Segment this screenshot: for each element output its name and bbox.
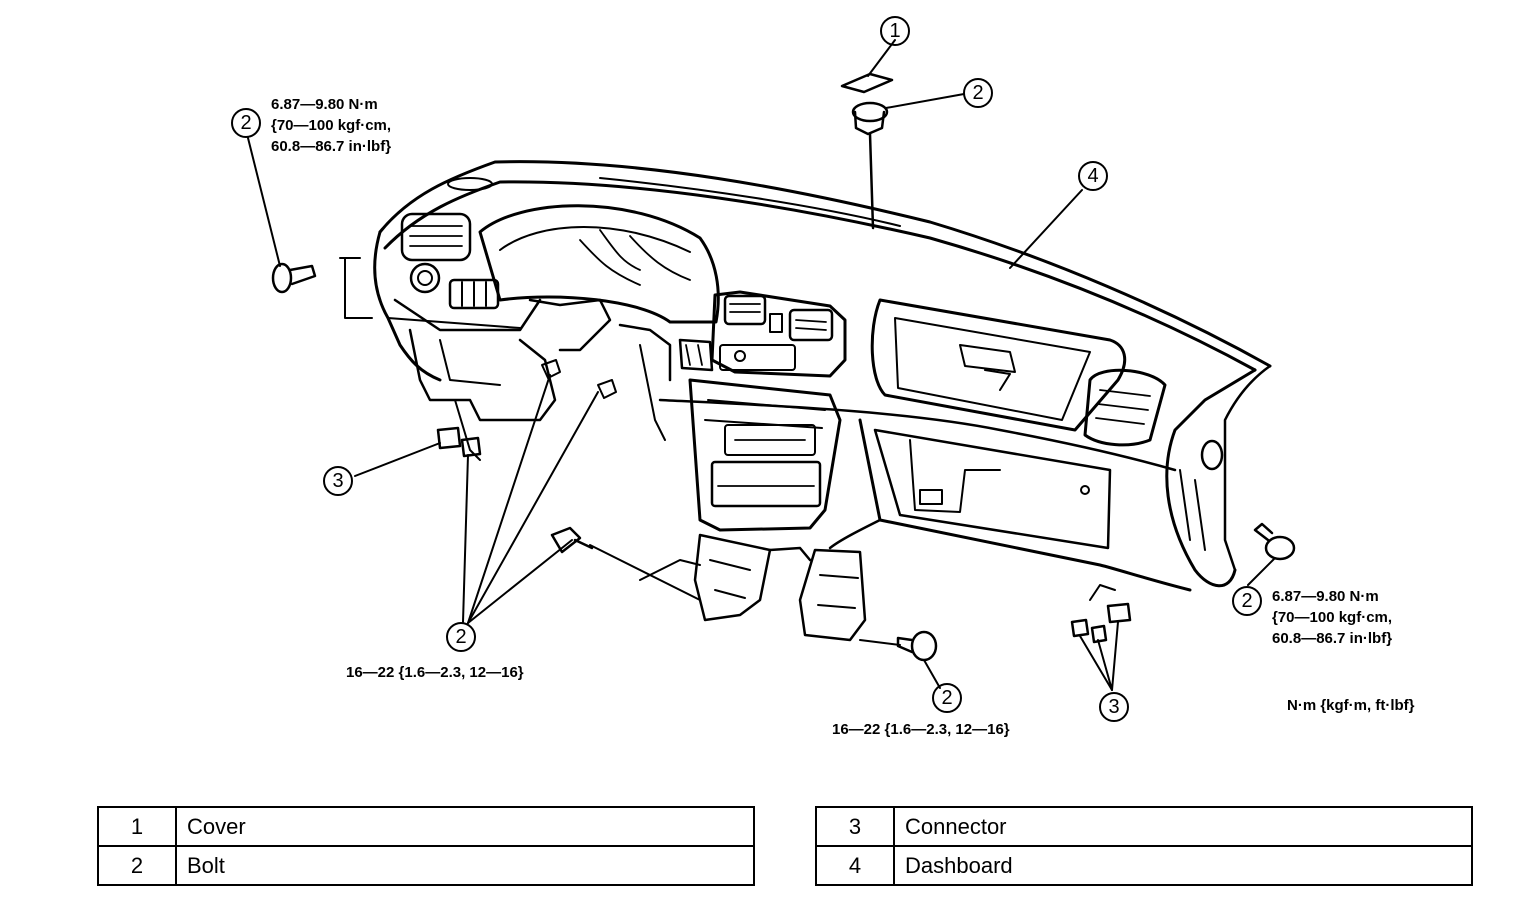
callout-2-bottom-left-label: 2: [455, 626, 466, 648]
torque-spec-lower-right: 6.87—9.80 N·m {70—100 kgf·cm, 60.8—86.7 …: [1272, 588, 1392, 647]
callout-1-label: 1: [889, 20, 900, 42]
callout-2-right-circle: [1232, 586, 1262, 616]
callout-3-left-label: 3: [332, 470, 343, 492]
dashboard-top-edge: [378, 160, 1272, 368]
torque-upper-left-line-2: {70—100 kgf·cm,: [271, 117, 391, 134]
legend-row: 2 Bolt: [97, 845, 755, 886]
torque-spec-bottom-center: 16—22 {1.6—2.3, 12—16}: [832, 721, 1010, 738]
callout-2-left-label: 2: [240, 112, 251, 134]
dashboard-illustration: [373, 160, 1272, 642]
callout-3-left-circle: [323, 466, 353, 496]
legend-row: 4 Dashboard: [815, 845, 1473, 886]
legend-part-name: Dashboard: [893, 845, 1473, 886]
legend-table-right: 3 Connector 4 Dashboard: [815, 806, 1473, 886]
legend-part-name: Connector: [893, 806, 1473, 847]
callout-2-top-circle: [963, 78, 993, 108]
legend-table-left: 1 Cover 2 Bolt: [97, 806, 755, 886]
callout-2-bottom-left-circle: [446, 622, 476, 652]
connector-left: [436, 426, 482, 458]
callout-2-bottom-center-label: 2: [941, 687, 952, 709]
bolt-lower-left: [550, 526, 594, 554]
torque-lower-right-line-3: 60.8—86.7 in·lbf}: [1272, 630, 1392, 647]
torque-lower-right-line-2: {70—100 kgf·cm,: [1272, 609, 1392, 626]
legend-row: 3 Connector: [815, 806, 1473, 847]
callout-4-label: 4: [1087, 165, 1098, 187]
callout-2-bottom-center-circle: [932, 683, 962, 713]
legend-number: 4: [815, 845, 895, 886]
legend-number: 3: [815, 806, 895, 847]
connector-right: [1070, 584, 1132, 644]
bolt-upper-left: [271, 257, 373, 319]
callout-circles: [231, 16, 1262, 722]
callout-2-top-label: 2: [972, 82, 983, 104]
callout-2-left-circle: [231, 108, 261, 138]
bolt-lower-center: [896, 630, 938, 662]
callout-3-right-circle: [1099, 692, 1129, 722]
callout-2-right-label: 2: [1241, 590, 1252, 612]
legend-number: 1: [97, 806, 177, 847]
bolt-small-left: [541, 359, 617, 399]
torque-upper-left-line-1: 6.87—9.80 N·m: [271, 96, 378, 113]
legend-part-name: Cover: [175, 806, 755, 847]
torque-upper-left-line-3: 60.8—86.7 in·lbf}: [271, 138, 391, 155]
torque-spec-upper-left: 6.87—9.80 N·m {70—100 kgf·cm, 60.8—86.7 …: [271, 96, 391, 155]
callout-4-circle: [1078, 161, 1108, 191]
torque-lower-right-line-1: 6.87—9.80 N·m: [1272, 588, 1379, 605]
torque-units-note: N·m {kgf·m, ft·lbf}: [1287, 697, 1415, 714]
bolt-lower-right: [1253, 522, 1296, 561]
cover-part: [840, 72, 894, 94]
callout-3-right-label: 3: [1108, 696, 1119, 718]
legend-part-name: Bolt: [175, 845, 755, 886]
legend-number: 2: [97, 845, 177, 886]
leader-lines: [247, 39, 1276, 691]
bolt-top: [851, 101, 889, 230]
torque-spec-bottom-left: 16—22 {1.6—2.3, 12—16}: [346, 664, 524, 681]
callout-1-circle: [880, 16, 910, 46]
legend-row: 1 Cover: [97, 806, 755, 847]
